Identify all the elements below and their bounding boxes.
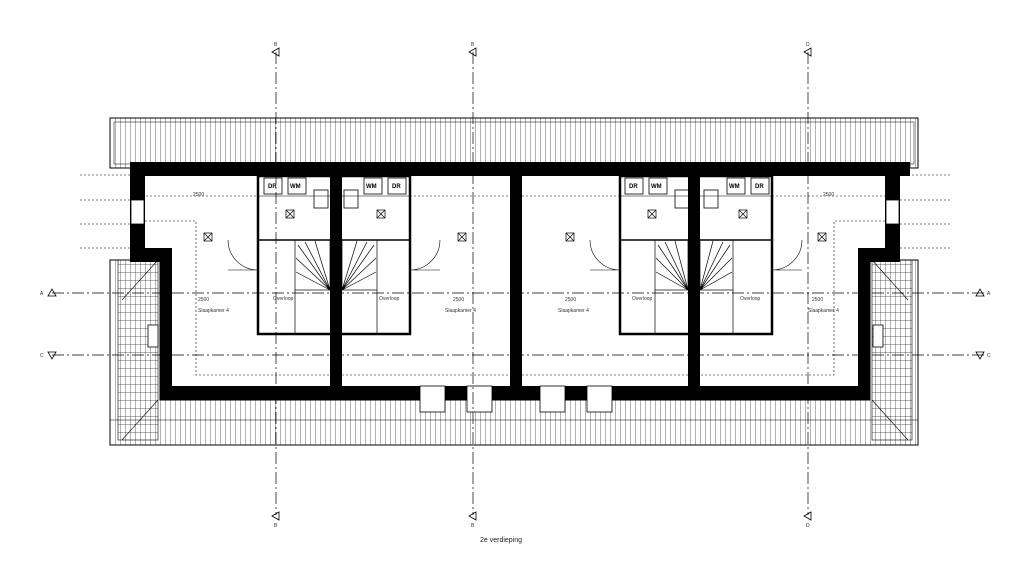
- grid-markers: [47, 47, 985, 521]
- ceiling-lines: [80, 174, 950, 376]
- grid-label-bottom-2: B: [471, 523, 475, 529]
- washer-label: WM: [290, 184, 301, 190]
- room-label-bedroom: Slaapkamer 4: [558, 308, 589, 314]
- vent-symbols: [203, 209, 827, 242]
- drawing-caption: 2e verdieping: [480, 537, 523, 544]
- room-label-landing: Overloop: [740, 296, 761, 302]
- roof-lower: [109, 259, 919, 446]
- roof-top: [109, 117, 919, 169]
- dimension-label: 2500: [823, 192, 834, 198]
- grid-label-top-3: D: [806, 42, 810, 48]
- grid-label-c-left: C: [40, 353, 44, 359]
- room-label-landing: Overloop: [273, 296, 294, 302]
- washer-label: WM: [366, 184, 377, 190]
- room-label-bedroom: Slaapkamer 4: [445, 308, 476, 314]
- room-label-bedroom: Slaapkamer 4: [808, 308, 839, 314]
- dryer-label: DR: [268, 184, 277, 190]
- stair-cores: [227, 174, 803, 336]
- washer-label: WM: [729, 184, 740, 190]
- side-windows: [130, 199, 900, 348]
- dryer-label: DR: [629, 184, 638, 190]
- walls: [130, 162, 910, 400]
- room-label-landing: Overloop: [632, 296, 653, 302]
- grid-label-a-right: A: [987, 291, 991, 297]
- grid-label-top-2: B: [471, 42, 475, 48]
- grid-label-c-right: C: [987, 353, 991, 359]
- appliance-boxes: [263, 177, 770, 209]
- washer-label: WM: [651, 184, 662, 190]
- grid-lines: [52, 52, 985, 515]
- grid-label-bottom-1: B: [274, 523, 278, 529]
- room-label-bedroom: Slaapkamer 4: [198, 308, 229, 314]
- dimension-label: 2500: [193, 192, 204, 198]
- dimension-label: 2500: [565, 297, 576, 303]
- dimension-label: 2500: [453, 297, 464, 303]
- grid-label-bottom-3: D: [806, 523, 810, 529]
- dimension-label: 2500: [812, 297, 823, 303]
- dimension-label: 2500: [198, 297, 209, 303]
- room-label-landing: Overloop: [379, 296, 400, 302]
- dormer-windows: [419, 385, 613, 413]
- grid-label-top-1: B: [274, 42, 278, 48]
- grid-label-a-left: A: [40, 291, 44, 297]
- dryer-label: DR: [755, 184, 764, 190]
- dryer-label: DR: [392, 184, 401, 190]
